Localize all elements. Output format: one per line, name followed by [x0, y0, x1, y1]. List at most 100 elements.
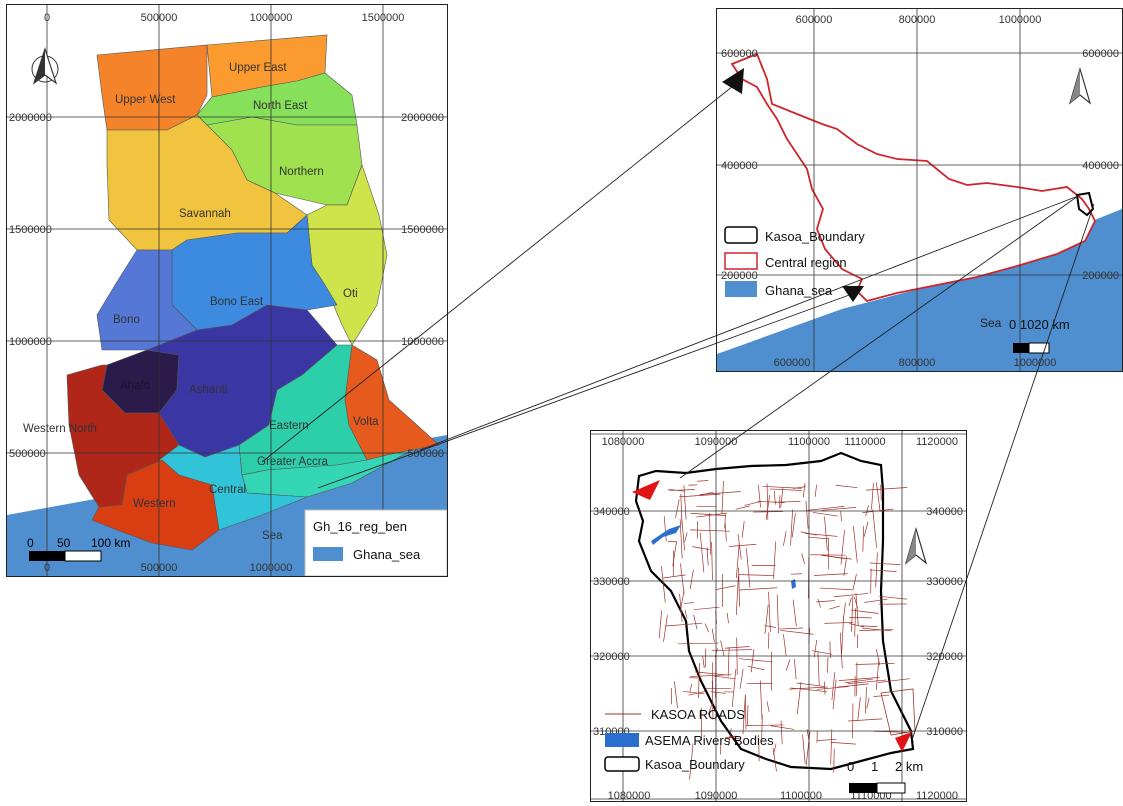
legend-title: Gh_16_reg_ben [313, 519, 407, 534]
road-segment [720, 640, 725, 657]
road-segment [866, 697, 870, 709]
k-y-tick-right-1: 340000 [926, 506, 963, 518]
road-segment [789, 686, 828, 690]
x-tick-top-0: 0 [44, 12, 50, 24]
road-segment [831, 742, 856, 745]
road-segment [790, 509, 793, 546]
c-y-tick-right-0: 600000 [1082, 48, 1119, 60]
k-legend-roads: KASOA ROADS [651, 707, 745, 722]
road-segment [692, 546, 710, 550]
central-region-map: 600000 800000 1000000 600000 800000 1000… [716, 8, 1123, 372]
road-segment [663, 516, 667, 542]
road-segment [746, 705, 749, 725]
y-tick-right-1: 1500000 [401, 224, 444, 236]
road-segment [817, 650, 820, 686]
c-legend-kasoa: Kasoa_Boundary [765, 229, 865, 244]
road-segment [697, 662, 700, 699]
road-segment [852, 573, 857, 591]
river-body-small [791, 579, 796, 589]
road-segment [725, 735, 737, 738]
ghana-regions-map: 0 500000 1000000 1500000 0 500000 100000… [6, 4, 448, 577]
c-x-tick-0: 600000 [796, 14, 833, 26]
north-arrow-icon [31, 47, 59, 85]
y-tick-right-3: 500000 [407, 448, 444, 460]
c-scale-text: 0 1020 km [1009, 317, 1070, 332]
road-segment [721, 480, 724, 514]
k-y-tick-left-2: 330000 [593, 576, 630, 588]
road-segment [814, 484, 817, 497]
k-y-tick-left-3: 320000 [593, 651, 630, 663]
k-x-tick-2: 1100000 [788, 436, 830, 448]
road-segment [762, 485, 802, 489]
region-volta [344, 344, 440, 461]
road-segment [835, 484, 858, 489]
label-upper-west: Upper West [115, 94, 176, 106]
road-segment [832, 679, 837, 710]
road-segment [746, 548, 751, 588]
road-segment [865, 687, 867, 714]
road-segment [783, 634, 787, 656]
central-map-svg: 600000 800000 1000000 600000 800000 1000… [717, 9, 1122, 371]
road-segment [814, 573, 848, 576]
road-segment [757, 484, 761, 508]
road-segment [693, 606, 720, 611]
road-segment [859, 629, 894, 631]
road-segment [780, 720, 783, 745]
k-x-tick-bottom-2: 1100000 [780, 790, 822, 801]
label-western: Western [133, 498, 176, 510]
c-y-tick-left-1: 400000 [721, 160, 758, 172]
c-y-tick-right-2: 200000 [1082, 270, 1119, 282]
road-segment [860, 625, 878, 627]
k-y-tick-right-4: 310000 [926, 726, 963, 738]
road-segment [742, 695, 746, 735]
road-segment [741, 521, 745, 538]
road-segment [679, 593, 683, 622]
road-segment [709, 513, 712, 555]
road-segment [792, 599, 797, 627]
road-segment [707, 705, 712, 715]
x-tick-top-1: 500000 [141, 12, 178, 24]
road-segment [728, 543, 757, 547]
road-segment [796, 682, 825, 687]
road-segment [802, 734, 806, 764]
road-segment [878, 678, 910, 683]
label-central: Central [209, 484, 246, 496]
k-x-tick-bottom-4: 1120000 [916, 790, 958, 801]
road-segment [697, 480, 709, 482]
road-segment [658, 610, 663, 639]
road-segment [776, 594, 779, 634]
road-segment [689, 683, 693, 693]
k-legend-rivers: ASEMA Rivers Bodies [645, 733, 774, 748]
road-segment [807, 536, 829, 540]
road-segment [816, 686, 849, 690]
road-segment [869, 569, 897, 572]
ghana-scale-bar: 0 50 100 km [27, 536, 130, 562]
road-segment [679, 519, 683, 559]
road-segment [667, 540, 676, 543]
road-segment [773, 743, 777, 756]
y-tick-left-0: 2000000 [9, 112, 52, 124]
road-segment [871, 483, 874, 510]
road-segment [735, 543, 740, 579]
ghana-map-svg: 0 500000 1000000 1500000 0 500000 100000… [7, 5, 447, 576]
road-segment [678, 642, 719, 645]
road-segment [829, 641, 831, 659]
road-segment [753, 511, 784, 513]
road-segment [738, 574, 775, 576]
road-segment [735, 575, 739, 616]
road-segment [851, 609, 879, 614]
central-legend: Kasoa_Boundary Central region Ghana_sea [724, 226, 865, 298]
road-segment [773, 541, 777, 580]
road-segment [820, 554, 845, 560]
road-segment [796, 681, 802, 715]
road-segment [816, 738, 837, 741]
road-segment [839, 632, 843, 669]
road-segment [675, 499, 680, 518]
road-segment [690, 674, 732, 677]
road-segment [813, 639, 818, 658]
road-segment [745, 694, 747, 730]
road-segment [862, 627, 892, 632]
road-segment [807, 506, 845, 511]
k-scale-0: 0 [847, 759, 854, 774]
k-x-tick-bottom-1: 1090000 [695, 790, 738, 801]
